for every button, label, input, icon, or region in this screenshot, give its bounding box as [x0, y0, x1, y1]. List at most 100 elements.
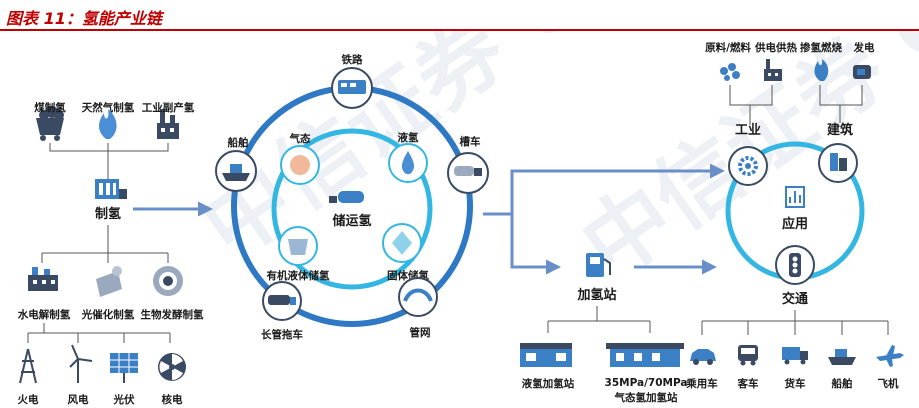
transport-tubetrailer-label: 长管拖车: [261, 328, 303, 341]
production-section: 煤制氢 天然气制氢 工业副产氢 制氢 水电解制氢: [17, 101, 213, 406]
industry-node: 工业: [728, 122, 768, 186]
industry-use-heat-label: 供电供热: [754, 41, 797, 54]
power-sources-connector: [27, 323, 171, 343]
building-node: 建筑: [818, 122, 858, 183]
liquid-hydrogen-node: 液氢: [388, 131, 428, 183]
method-photocatalysis-label: 光催化制氢: [81, 308, 135, 321]
tank-truck-icon: [454, 166, 474, 176]
mode-gas-label: 气态: [289, 132, 311, 145]
solid-storage-node: 固体储氢: [382, 223, 429, 282]
blend-combustion-icon: [814, 59, 829, 81]
source-byproduct-label: 工业副产氢: [142, 101, 195, 114]
airplane-icon: [876, 345, 904, 367]
power-solar-label: 光伏: [113, 393, 135, 406]
transport-tanktruck-label: 槽车: [460, 135, 481, 148]
vehicle-truck-label: 货车: [784, 377, 806, 390]
transport-ship-label: 船舶: [228, 136, 249, 149]
storage-to-station-arrow: [510, 214, 561, 275]
production-top-connector: [49, 143, 169, 179]
vehicle-bus-label: 客车: [737, 377, 759, 390]
building-use-combustion-label: 掺氢燃烧: [800, 41, 842, 54]
source-gas-label: 天然气制氢: [82, 101, 135, 114]
hydrogen-chain-diagram: 中信证券 CHINA 中信证券 CHINA 煤制氢 天然气制氢 工业副产氢: [17, 31, 919, 406]
title-rule: [0, 29, 919, 31]
transport-label: 交通: [782, 291, 808, 307]
flow-arrows: [483, 163, 725, 275]
power-tower-icon: [19, 348, 37, 384]
bio-fermentation-icon: [153, 266, 183, 296]
transport-pipeline-label: 管网: [410, 326, 431, 339]
storage-section: 储运氢 气态 液氢 有机液体储氢 固体储氢 铁路: [215, 53, 489, 341]
wind-turbine-icon: [69, 344, 93, 383]
raw-material-icon: [720, 63, 740, 81]
pipe-icon: [403, 288, 433, 302]
method-fermentation-label: 生物发酵制氢: [141, 308, 204, 321]
station-pressure-label: 35MPa/70MPa: [605, 377, 688, 389]
gas-cloud-icon: [290, 155, 310, 175]
building-label: 建筑: [827, 122, 853, 138]
transport-node: 交通: [775, 245, 815, 307]
pipeline-node: 管网: [398, 277, 438, 339]
building-use-power-label: 发电: [853, 41, 875, 54]
liquid-station-icon: [520, 343, 572, 367]
truck-icon: [782, 347, 808, 365]
application-center-icon: [785, 186, 805, 208]
mode-organic-label: 有机液体储氢: [267, 269, 330, 282]
source-coal-label: 煤制氢: [34, 101, 66, 114]
vessel-icon: [828, 349, 856, 365]
application-uses-connector: [729, 85, 863, 125]
factory-icon: [157, 109, 179, 139]
beaker-icon: [288, 239, 308, 255]
storage-center-label: 储运氢: [331, 213, 371, 229]
droplet-icon: [401, 151, 415, 175]
car-icon: [690, 349, 716, 365]
production-label: 制氢: [95, 206, 121, 222]
industry-label: 工业: [735, 122, 761, 138]
electrolysis-plant-icon: [28, 267, 58, 291]
solar-panel-icon: [110, 353, 138, 383]
station-label: 加氢站: [576, 287, 616, 303]
power-thermal-label: 火电: [18, 393, 39, 406]
ship-icon: [222, 173, 250, 181]
application-center-label: 应用: [782, 216, 808, 232]
vehicle-car-label: 乘用车: [685, 377, 718, 390]
power-heat-icon: [764, 59, 782, 81]
station-liquid-label: 液氢加氢站: [522, 377, 575, 390]
method-electrolysis-label: 水电解制氢: [17, 308, 71, 321]
power-wind-label: 风电: [68, 393, 89, 406]
station-connector: [547, 306, 651, 333]
vehicle-ship-label: 船舶: [832, 377, 853, 390]
power-nuclear-label: 核电: [162, 393, 183, 406]
tube-trailer-icon: [268, 295, 290, 305]
storage-tank-icon: [329, 191, 364, 203]
bus-icon: [738, 345, 758, 366]
storage-inner-ring: [271, 128, 433, 290]
fuel-pump-icon: [586, 253, 611, 277]
application-section: 应用 工业 建筑 交通: [685, 41, 904, 390]
crystal-icon: [392, 231, 412, 255]
ship-node: 船舶: [215, 136, 257, 192]
tank-truck-node: 槽车: [447, 135, 489, 194]
coal-icon: [36, 106, 64, 141]
figure-title: 图表 11：氢能产业链: [6, 9, 162, 28]
organic-liquid-node: 有机液体储氢: [267, 226, 330, 282]
building-icon: [830, 153, 838, 171]
gas-state-node: 气态: [280, 132, 320, 185]
power-generation-icon: [853, 65, 871, 79]
title-bar: 图表 11：氢能产业链: [0, 0, 919, 31]
storage-to-application-arrow: [483, 163, 725, 216]
gas-station-icon: [606, 343, 684, 367]
railway-node: 铁路: [331, 53, 373, 109]
gas-flame-icon: [99, 109, 117, 139]
hydrogen-plant-icon: [95, 179, 127, 199]
transport-railway-label: 铁路: [342, 53, 363, 66]
station-gas-label: 气态氢加氢站: [614, 391, 678, 404]
tube-trailer-node: 长管拖车: [261, 281, 303, 341]
vehicles-connector: [701, 310, 889, 335]
gear-icon: [738, 156, 758, 176]
nuclear-icon: [158, 353, 186, 381]
vehicle-plane-label: 飞机: [878, 377, 899, 390]
photocatalysis-icon: [96, 266, 122, 297]
mode-liquid-label: 液氢: [398, 131, 419, 144]
production-methods-connector: [41, 225, 169, 263]
